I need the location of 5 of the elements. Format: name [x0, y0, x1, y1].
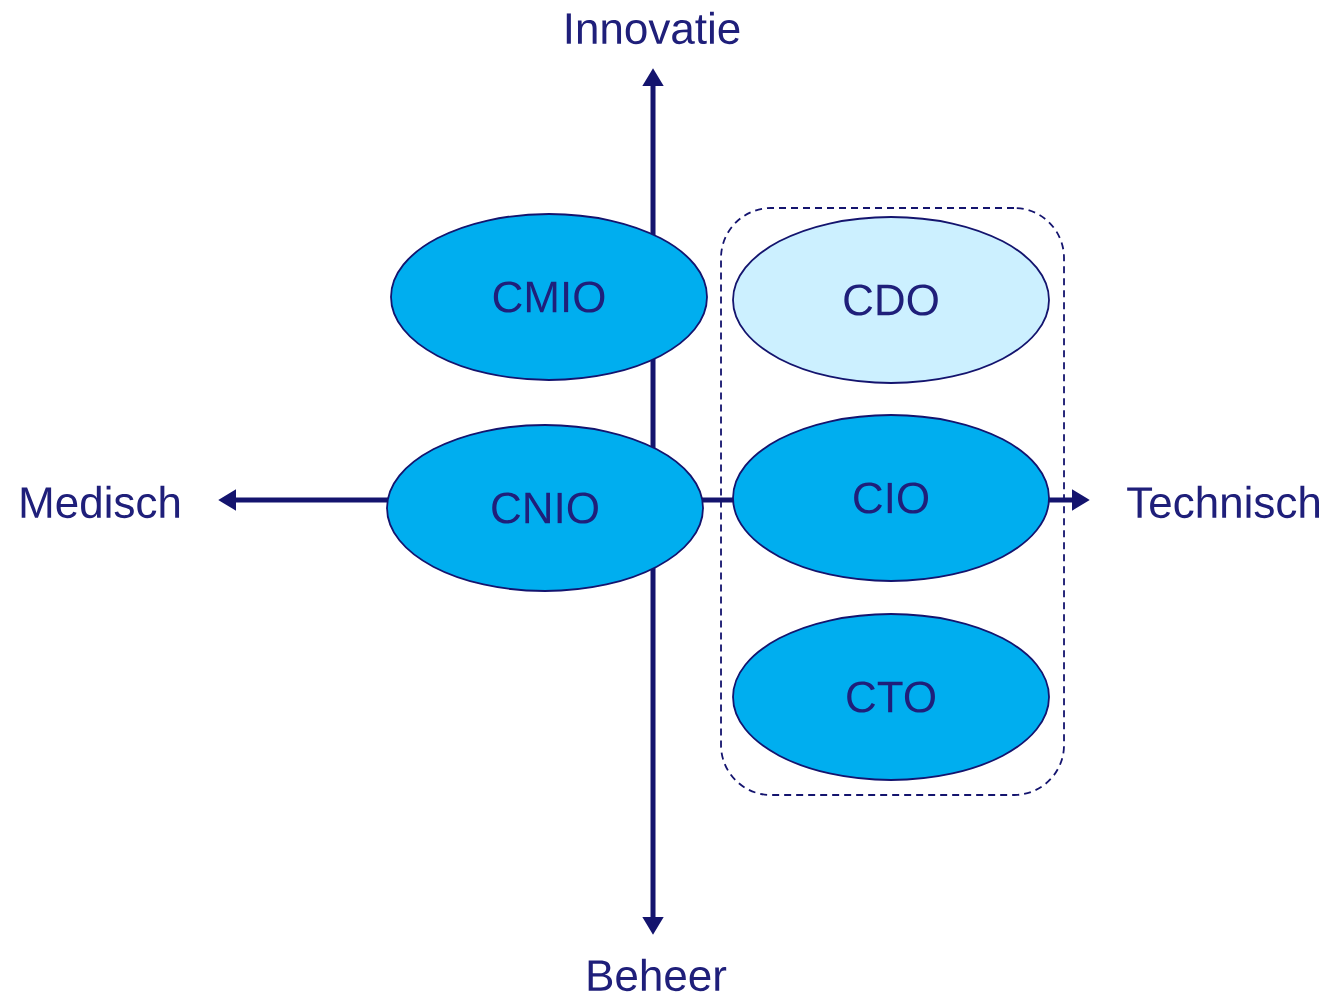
axis-label: Innovatie — [566, 11, 740, 45]
axis-label: Beheer — [588, 958, 727, 992]
axis-label: Technisch — [1127, 485, 1319, 519]
dashed-group-box — [720, 207, 1065, 796]
axis-label: Medisch — [21, 485, 180, 519]
